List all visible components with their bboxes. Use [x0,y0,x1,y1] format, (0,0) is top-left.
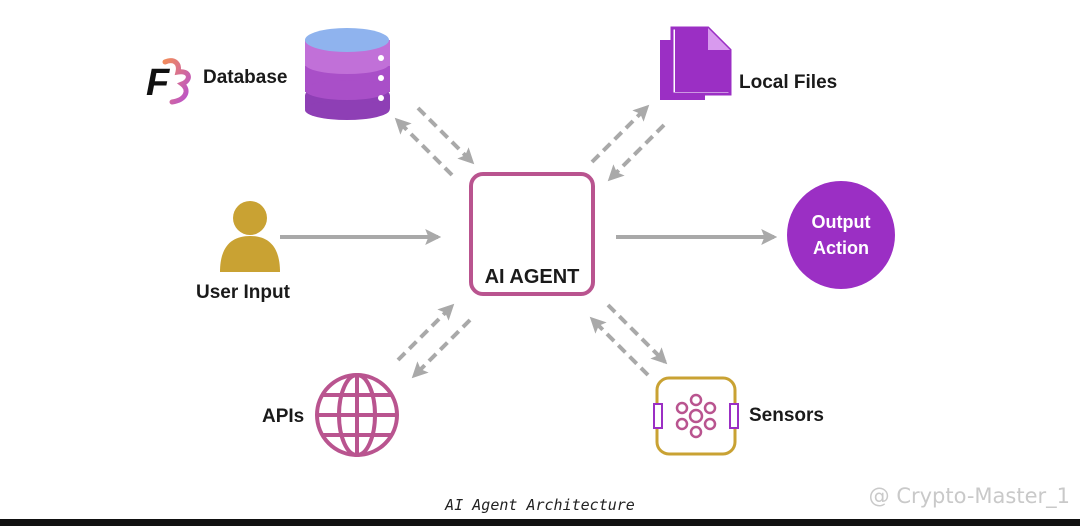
ai-agent-box: AI AGENT [469,172,595,296]
sensors-label: Sensors [749,405,824,426]
output-action-line2: Action [813,238,869,258]
arrow-database-to-agent [416,106,475,165]
arrow-files-to-agent [607,123,666,182]
arrow-agent-to-database [394,117,454,177]
arrow-agent-to-apis [411,318,472,379]
arrow-apis-to-agent [396,303,455,362]
svg-text:F: F [146,62,171,104]
database-icon [305,28,390,120]
arrow-agent-to-files [590,104,650,164]
bottom-bar [0,519,1080,526]
watermark: @ Crypto-Master_1 [868,484,1070,508]
output-action-node: Output Action [787,181,895,289]
logo-icon: F [146,58,191,105]
user-icon [220,201,280,272]
database-label: Database [203,67,288,88]
arrow-agent-to-sensors [606,303,668,365]
apis-label: APIs [262,406,305,427]
ai-agent-label: AI AGENT [484,266,580,288]
globe-icon [315,373,399,457]
user-input-label: User Input [196,282,290,303]
files-icon [660,26,732,100]
sensor-icon [653,376,739,456]
arrows [280,104,778,379]
output-action-line1: Output [811,212,871,232]
local-files-label: Local Files [739,72,838,93]
diagram-caption: AI Agent Architecture [445,496,635,514]
arrow-sensors-to-agent [589,316,650,377]
